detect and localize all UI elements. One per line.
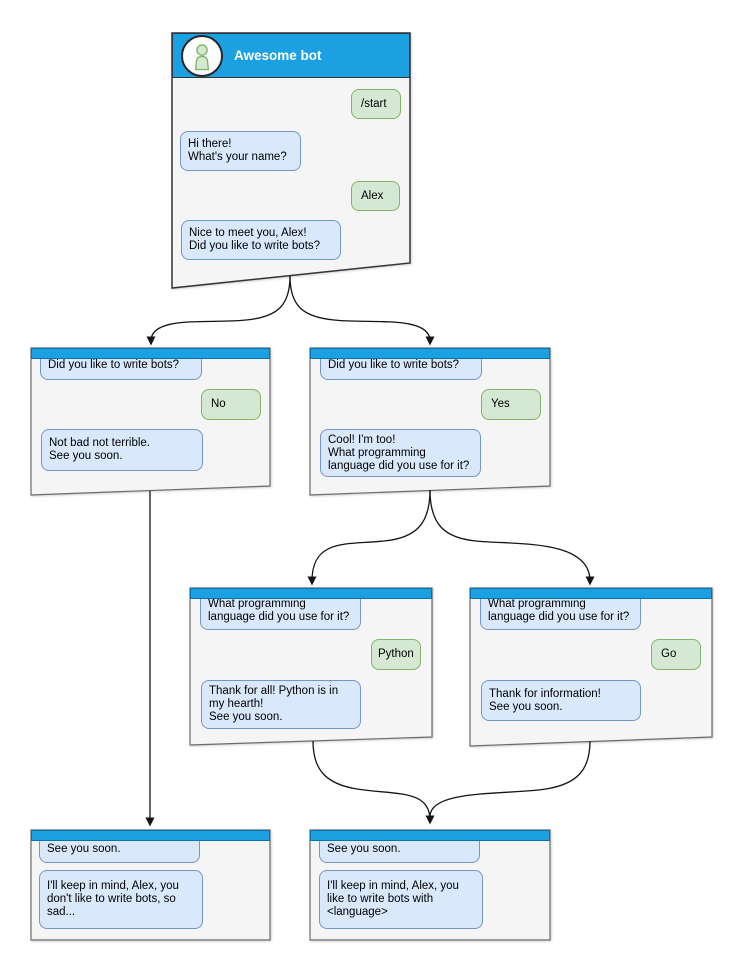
bot-message-bubble: Hi there! What's your name? (180, 131, 301, 171)
chat-header-branch-python (190, 588, 432, 599)
bot-message-bubble: Cool! I'm too! What programming language… (320, 429, 481, 477)
chat-header-branch-yes (310, 348, 550, 359)
user-message-bubble: /start (351, 89, 401, 119)
user-message-bubble: Yes (481, 389, 541, 420)
bot-message-bubble: I'll keep in mind, Alex, you like to wri… (319, 870, 483, 929)
edge-main-to-no (146, 275, 291, 346)
chat-header-end-yes (310, 830, 550, 841)
chat-header-end-no (31, 830, 270, 841)
user-message-bubble: Python (371, 639, 421, 670)
chat-header-branch-no (31, 348, 270, 359)
bot-message-bubble: Thank for all! Python is in my hearth! S… (201, 680, 361, 729)
avatar (181, 35, 223, 77)
edge-python-to-end (312, 740, 435, 825)
edge-yes-to-go (429, 489, 595, 586)
person-icon (194, 44, 210, 71)
bot-message-bubble: Thank for information! See you soon. (481, 680, 641, 721)
edge-main-to-yes (289, 275, 435, 346)
bot-title: Awesome bot (234, 48, 322, 63)
edge-yes-to-python (307, 489, 431, 586)
bot-message-bubble: Nice to meet you, Alex! Did you like to … (181, 220, 341, 260)
bot-message-bubble: Not bad not terrible. See you soon. (41, 429, 203, 471)
chat-header-branch-go (470, 588, 712, 599)
user-message-bubble: Go (651, 639, 701, 670)
edge-go-to-end (429, 740, 591, 817)
bot-message-bubble: I'll keep in mind, Alex, you don't like … (39, 870, 203, 929)
user-message-bubble: Alex (351, 181, 400, 211)
user-message-bubble: No (201, 389, 261, 420)
